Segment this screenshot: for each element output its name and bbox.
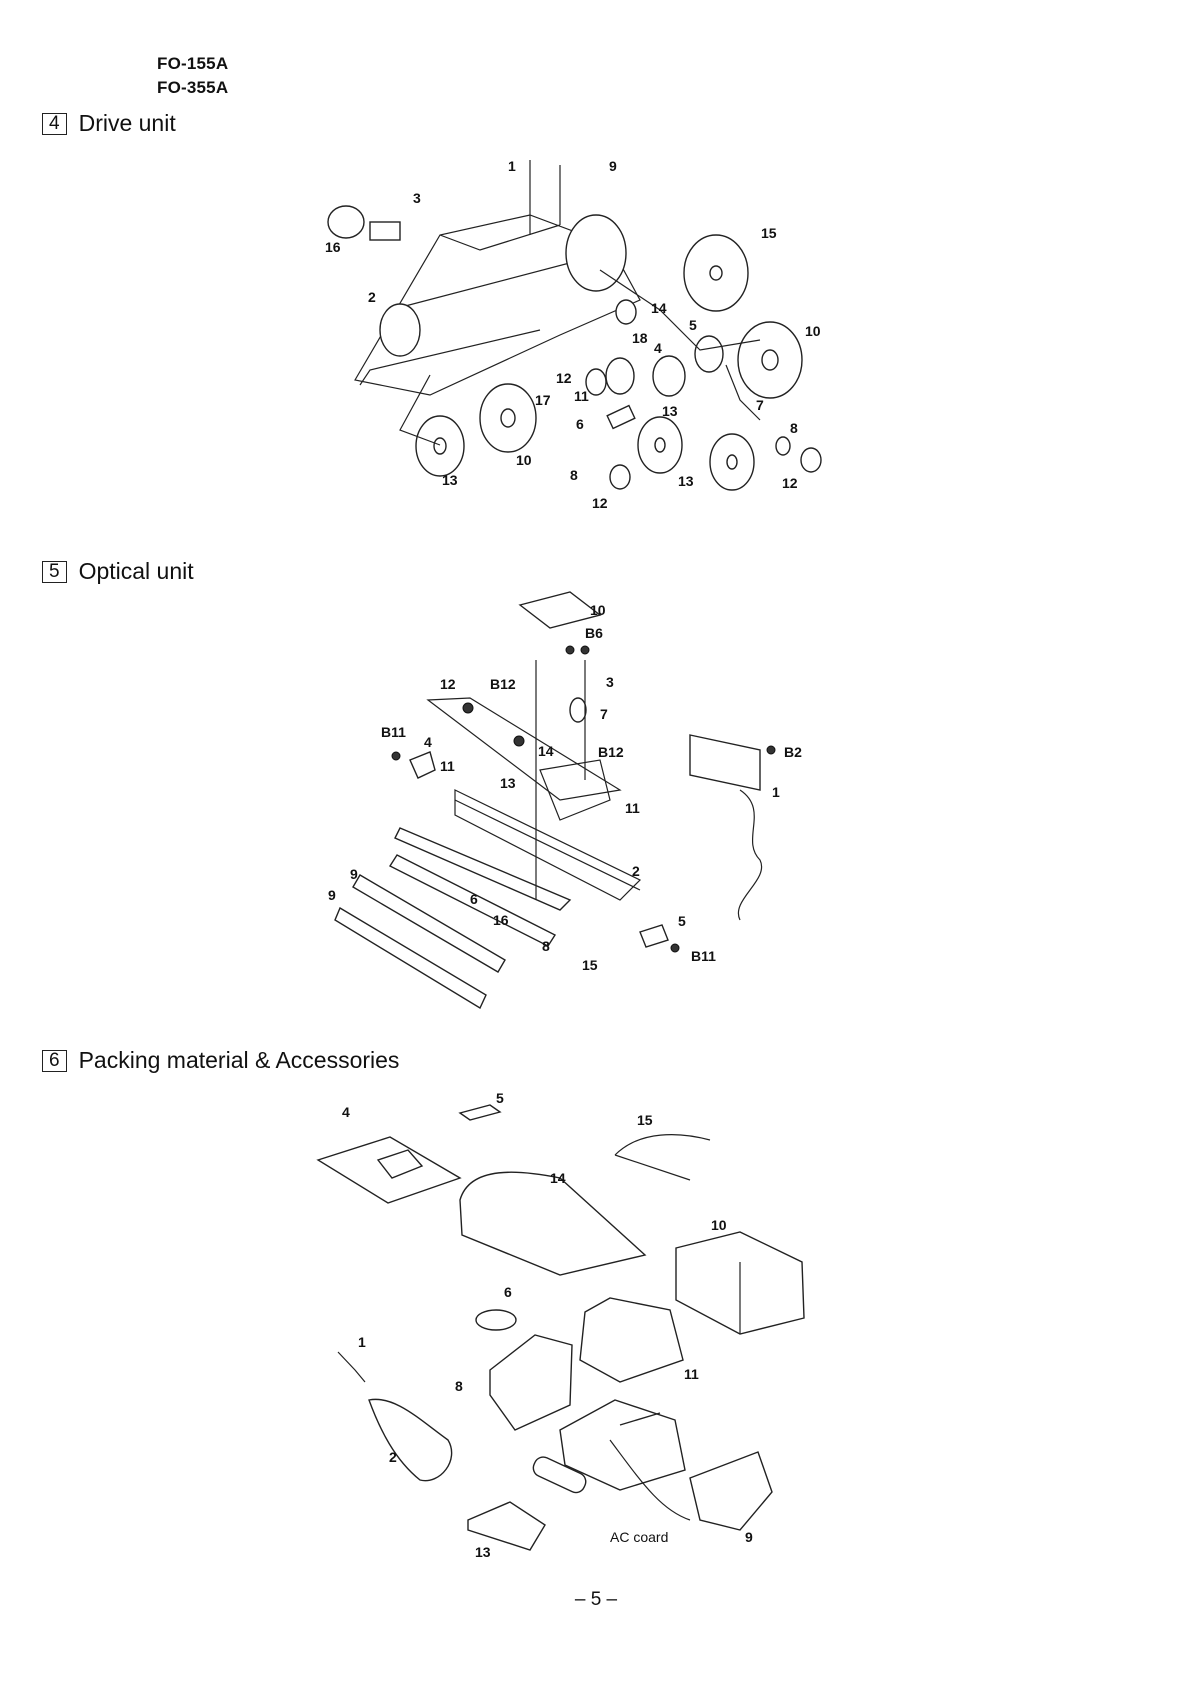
callout-label: B11 [381,724,406,740]
callout-label: 15 [582,957,598,973]
callout-label: 12 [782,475,798,491]
section-title: Packing material & Accessories [78,1047,400,1073]
callout-label: 2 [389,1449,397,1465]
model-number-1: FO-155A [157,54,229,73]
optical-unit-diagram [334,591,776,1010]
callout-label: 1 [508,158,516,174]
section-heading-drive-unit: 4 Drive unit [42,110,176,137]
callout-label: 8 [455,1378,463,1394]
callout-label: 14 [538,743,554,759]
callout-label: 11 [574,388,589,404]
callout-label: 11 [684,1366,699,1382]
callout-label: 3 [413,190,421,206]
callout-label: 2 [368,289,376,305]
callout-label: B12 [490,676,516,692]
callout-label: 4 [424,734,432,750]
drive-unit-diagram [327,160,822,491]
section-number-box: 5 [42,560,67,583]
section-title: Drive unit [78,110,176,136]
callout-label: 11 [625,800,640,816]
callout-label: 11 [440,758,455,774]
callout-label: B11 [691,948,716,964]
callout-label: 17 [535,392,551,408]
callout-label: 3 [606,674,614,690]
callout-label: 9 [745,1529,753,1545]
callout-label: 14 [651,300,667,316]
callout-label: 10 [805,323,821,339]
callout-label: 4 [342,1104,350,1120]
callout-label: 10 [711,1217,727,1233]
callout-label: 1 [358,1334,366,1350]
callout-label: 7 [600,706,608,722]
callout-label: 4 [654,340,662,356]
callout-label: 6 [470,891,478,907]
drive-unit-callouts: 1 9 3 16 15 2 14 5 10 18 4 12 11 17 13 7… [325,158,821,511]
callout-label: 10 [590,602,606,618]
callout-label: B6 [585,625,603,641]
section-heading-optical-unit: 5 Optical unit [42,558,194,585]
callout-label: 13 [475,1544,491,1560]
callout-label: 14 [550,1170,566,1186]
callout-label: 9 [328,887,336,903]
callout-label: 8 [570,467,578,483]
callout-label: 6 [576,416,584,432]
callout-label: 6 [504,1284,512,1300]
callout-label: 5 [689,317,697,333]
callout-label: 7 [756,397,764,413]
callout-label: 13 [442,472,458,488]
callout-label: 16 [493,912,509,928]
callout-label: B12 [598,744,624,760]
callout-label: 8 [542,938,550,954]
callout-label: 1 [772,784,780,800]
callout-label: 13 [500,775,516,791]
page-number: – 5 – [574,1589,618,1610]
callout-label: 5 [496,1090,504,1106]
callout-label: 12 [440,676,456,692]
callout-label: 15 [761,225,777,241]
callout-label: 13 [678,473,694,489]
packing-diagram [316,1104,805,1551]
optical-unit-callouts: 10 B6 3 12 B12 7 B11 4 11 14 B12 B2 13 1… [328,602,802,973]
packing-callouts: 5 4 15 14 10 6 1 11 8 2 AC coard 9 13 [342,1090,753,1560]
callout-label: 2 [632,863,640,879]
callout-label: 8 [790,420,798,436]
section-title: Optical unit [78,558,194,584]
section-number-box: 6 [42,1049,67,1072]
callout-label: 9 [350,866,358,882]
callout-label: 13 [662,403,678,419]
callout-label: 9 [609,158,617,174]
callout-label: 18 [632,330,648,346]
section-number-box: 4 [42,112,67,135]
section-heading-packing: 6 Packing material & Accessories [42,1047,399,1074]
callout-label-ac-cord: AC coard [610,1529,668,1545]
callout-label: 15 [637,1112,653,1128]
callout-label: 16 [325,239,341,255]
callout-label: 12 [592,495,608,511]
callout-label: 5 [678,913,686,929]
model-number-2: FO-355A [157,78,229,97]
callout-label: B2 [784,744,802,760]
callout-label: 10 [516,452,532,468]
callout-label: 12 [556,370,572,386]
